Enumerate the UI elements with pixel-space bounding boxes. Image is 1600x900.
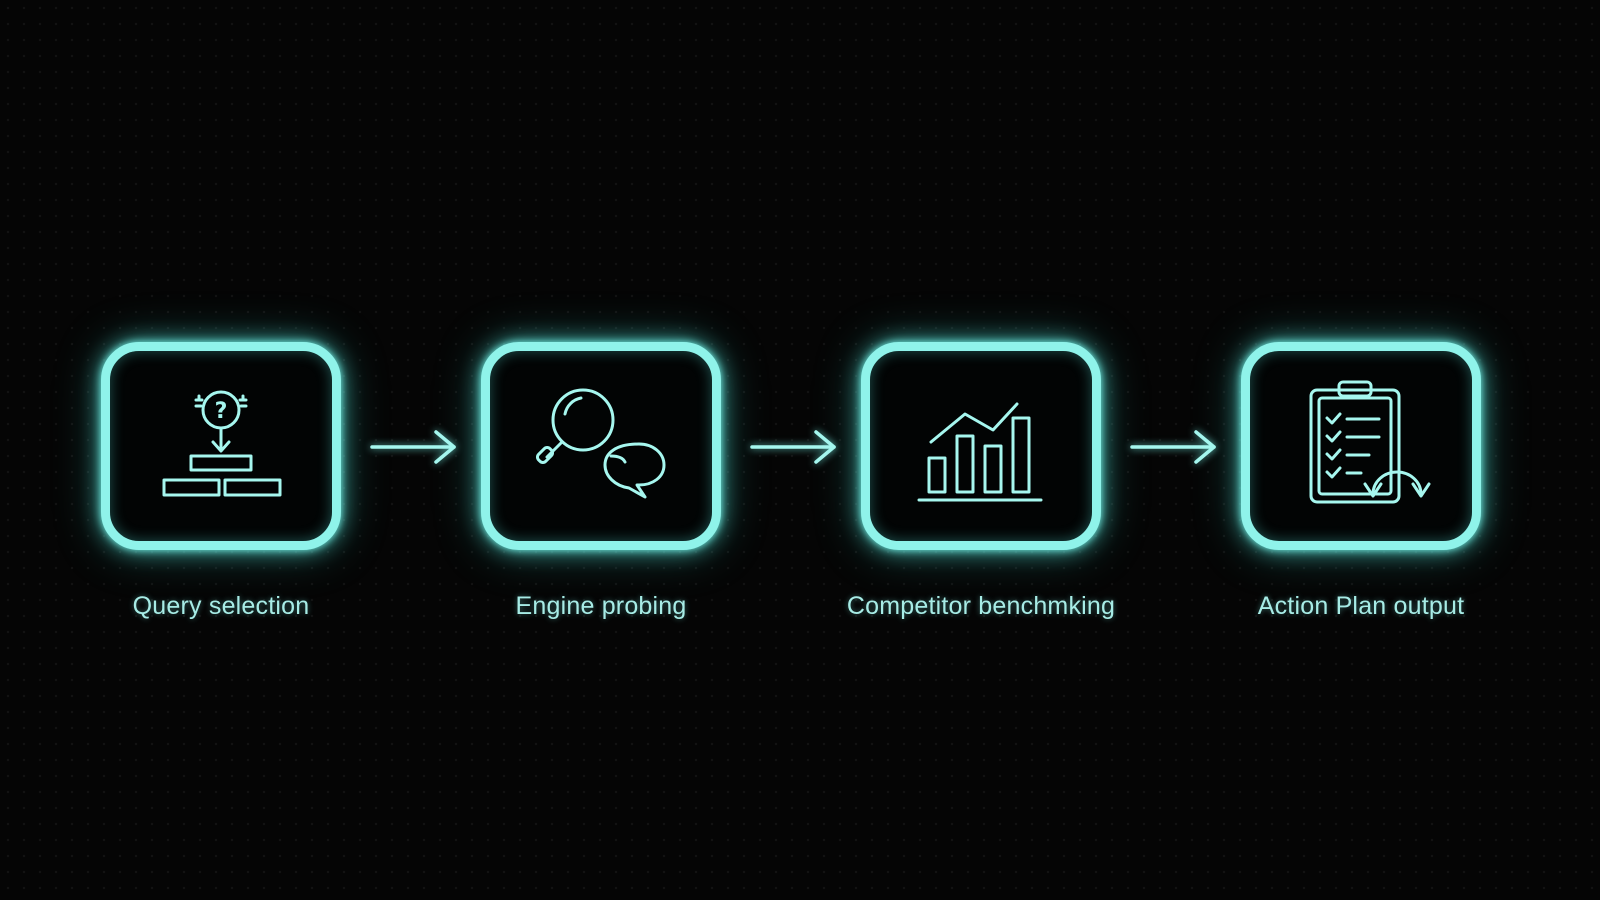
svg-text:?: ?	[215, 399, 228, 424]
step-label: Competitor benchmking	[846, 592, 1116, 620]
clipboard-checklist-icon	[1281, 376, 1441, 516]
step-action-plan-output: Action Plan output	[1241, 342, 1481, 620]
step-card	[481, 342, 721, 550]
step-card: ?	[101, 342, 341, 550]
step-engine-probing: Engine probing	[481, 342, 721, 620]
step-competitor-benchmarking: Competitor benchmking	[847, 342, 1115, 620]
step-query-selection: ? Query selection	[101, 342, 341, 620]
step-card	[1241, 342, 1481, 550]
magnifier-chat-icon	[521, 376, 681, 516]
step-label: Query selection	[132, 592, 310, 620]
step-label: Action Plan output	[1257, 592, 1465, 620]
step-label: Engine probing	[515, 592, 687, 620]
arrow-right-icon	[750, 430, 840, 464]
bar-chart-trend-icon	[901, 376, 1061, 516]
arrow-right-icon	[1130, 430, 1220, 464]
arrow-right-icon	[370, 430, 460, 464]
step-card	[861, 342, 1101, 550]
question-funnel-blocks-icon: ?	[141, 376, 301, 516]
